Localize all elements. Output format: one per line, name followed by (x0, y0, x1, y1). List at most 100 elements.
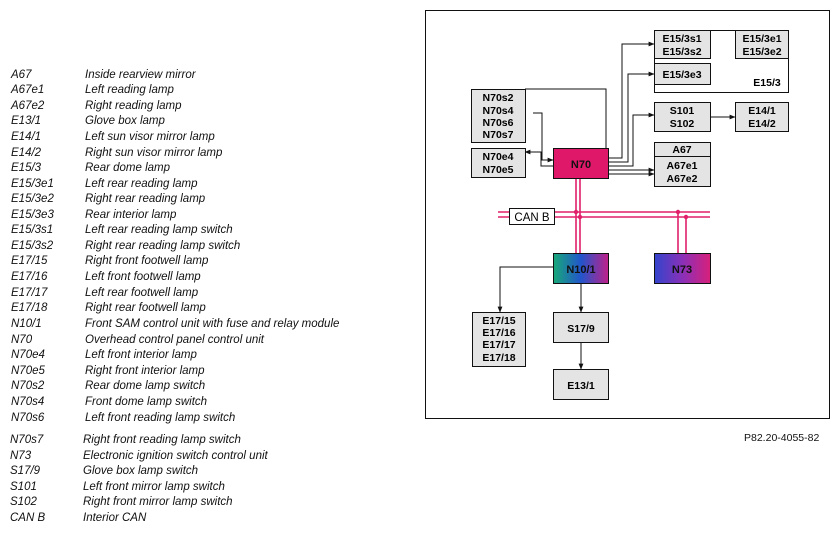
e15-3e-box (735, 30, 789, 59)
e15-3s-box (654, 30, 711, 59)
e15-3e2-label: E15/3e2 (742, 46, 781, 58)
e14-2-label: E14/2 (748, 118, 776, 130)
legend-description: Right sun visor mirror lamp (85, 147, 223, 159)
e13-1-box (553, 369, 609, 400)
n70-label: N70 (571, 159, 591, 171)
legend-code: N70 (11, 334, 33, 346)
a67-label: A67 (672, 144, 691, 156)
n70e5-label: N70e5 (483, 164, 514, 176)
legend-description: Rear interior lamp (85, 209, 177, 221)
n10-1-label: N10/1 (566, 264, 595, 276)
e15-3s1-label: E15/3s1 (662, 33, 701, 45)
legend-code: A67 (11, 69, 32, 81)
n10-1-box (553, 253, 609, 284)
legend-code: E17/18 (11, 302, 48, 314)
n70s7-label: N70s7 (483, 129, 514, 141)
legend-description: Left reading lamp (85, 84, 174, 96)
n70s6-label: N70s6 (483, 117, 514, 129)
legend-code: E14/1 (11, 131, 42, 143)
legend-code: E17/16 (11, 271, 48, 283)
s101-label: S101 (670, 105, 695, 117)
connections (497, 41, 736, 370)
legend-code: S17/9 (10, 465, 41, 477)
legend-description: Right rear reading lamp switch (85, 240, 241, 252)
legend-description: Inside rearview mirror (85, 69, 196, 81)
legend-code: E15/3 (11, 162, 42, 174)
legend-description: Right front interior lamp (85, 365, 205, 377)
a67e2-label: A67e2 (667, 173, 698, 185)
legend-code: N10/1 (11, 318, 42, 330)
n70-box (553, 148, 609, 179)
legend-code: N70e4 (11, 349, 45, 361)
legend-code: E15/3e1 (11, 178, 54, 190)
legend-description: Left front interior lamp (85, 349, 197, 361)
legend-code: E17/15 (11, 255, 48, 267)
legend-code: A67e2 (11, 100, 45, 112)
legend-description: Right front footwell lamp (85, 255, 209, 267)
e17-18-label: E17/18 (482, 352, 515, 364)
legend-code: N73 (10, 450, 32, 462)
legend-description: Right rear reading lamp (85, 193, 206, 205)
a67-box (654, 142, 711, 187)
legend-description: Left front footwell lamp (85, 271, 201, 283)
legend-description: Electronic ignition switch control unit (83, 450, 268, 462)
legend-code: E13/1 (11, 115, 42, 127)
legend-description: Front SAM control unit with fuse and rel… (85, 318, 340, 330)
legend-description: Glove box lamp switch (83, 465, 199, 477)
legend-description: Left front reading lamp switch (85, 412, 236, 424)
e17-17-label: E17/17 (482, 339, 515, 351)
n70s2-label: N70s2 (483, 92, 514, 104)
legend-description: Overhead control panel control unit (85, 334, 264, 346)
e17-16-label: E17/16 (482, 327, 515, 339)
e14-1-label: E14/1 (748, 105, 776, 117)
legend-description: Rear dome lamp switch (85, 380, 206, 392)
e15-3e1-label: E15/3e1 (742, 33, 781, 45)
legend-description: Left rear footwell lamp (85, 287, 199, 299)
legend-description: Right rear footwell lamp (85, 302, 206, 314)
e15-3e3-box (654, 63, 711, 85)
e15-3s2-label: E15/3s2 (662, 46, 701, 58)
can-b-label-box (509, 208, 555, 225)
can-bus-nodes (573, 209, 689, 220)
legend-code: N70e5 (11, 365, 45, 377)
n73-box (654, 253, 711, 284)
s17-9-label: S17/9 (567, 323, 595, 335)
legend-description: Rear dome lamp (85, 162, 171, 174)
legend-description: Interior CAN (83, 512, 147, 524)
legend-code: N70s6 (11, 412, 45, 424)
legend-code: N70s7 (10, 434, 44, 446)
n70e4-label: N70e4 (483, 151, 514, 163)
legend-code: E15/3e3 (11, 209, 54, 221)
legend-code: S101 (10, 481, 37, 493)
e17-15-label: E17/15 (482, 315, 515, 327)
legend-code: CAN B (10, 512, 46, 524)
e14-box (735, 102, 789, 132)
e15-3e3-label: E15/3e3 (662, 69, 701, 81)
legend-description: Right front mirror lamp switch (83, 496, 233, 508)
legend-code: E15/3s1 (11, 224, 54, 236)
legend-code: E15/3s2 (11, 240, 54, 252)
legend-description: Left rear reading lamp (85, 178, 198, 190)
legend-description: Left sun visor mirror lamp (85, 131, 215, 143)
legend-code: N70s2 (11, 380, 45, 392)
legend-description: Left rear reading lamp switch (85, 224, 233, 236)
s17-9-box (553, 312, 609, 343)
legend-code: N70s4 (11, 396, 45, 408)
legend-code: E14/2 (11, 147, 42, 159)
a67e1-label: A67e1 (667, 160, 698, 172)
s101-s102-box (654, 102, 711, 132)
figure-reference: P82.20-4055-82 (744, 432, 820, 444)
legend-code: E17/17 (11, 287, 48, 299)
e17-box (472, 312, 526, 367)
can-b-label: CAN B (514, 212, 549, 224)
legend-description: Right reading lamp (85, 100, 182, 112)
n70s4-label: N70s4 (483, 105, 514, 117)
legend-description: Front dome lamp switch (85, 396, 208, 408)
n73-label: N73 (672, 264, 692, 276)
e13-1-label: E13/1 (567, 380, 595, 392)
legend-description: Left front mirror lamp switch (83, 481, 225, 493)
n70e-box (471, 148, 526, 178)
e15-3-label: E15/3 (753, 77, 781, 89)
